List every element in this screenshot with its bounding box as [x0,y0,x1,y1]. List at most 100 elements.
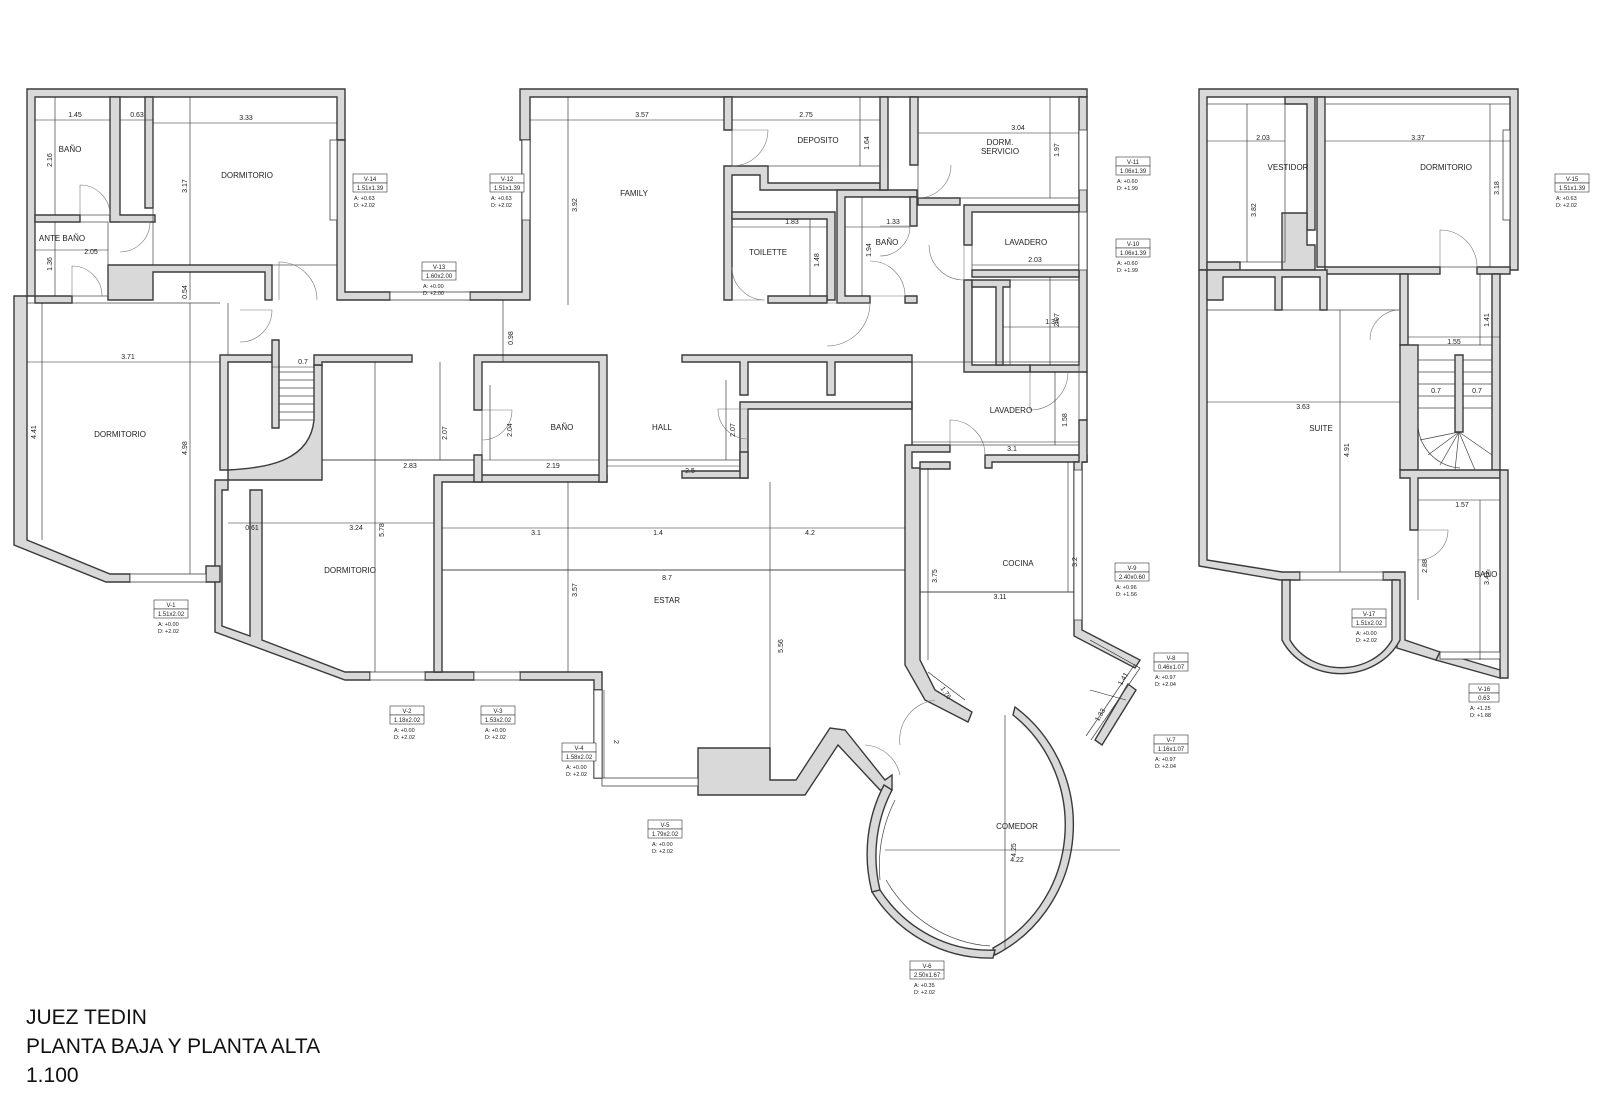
dimension-label: 1.41 [1484,313,1491,327]
plan-scale: 1.100 [26,1064,79,1087]
wall-comedor-entry [1094,682,1137,747]
window-tag-v12: V-121.51x1.39 A: +0.63D: +2.02 [489,173,525,209]
wall-hall-right [681,354,913,396]
upper-mid-block [1206,269,1328,311]
wall-bottom-left [34,295,73,304]
dimension-label: 1.83 [785,219,799,226]
dimension-label: 0.7 [1431,388,1441,395]
project-name: JUEZ TEDIN [26,1006,147,1029]
svg-text:D: +2.02: D: +2.02 [394,735,415,741]
wall-stair-curve [227,364,323,481]
dimension-label: 2.07 [730,423,737,437]
upper-stair-frame [1399,273,1409,346]
room-label: BAÑO [876,238,899,247]
window-tag-v10: V-101.06x1.39 A: +0.60D: +1.99 [1115,238,1151,274]
svg-text:1.58x2.02: 1.58x2.02 [566,755,593,761]
upper-dimension-lines [1207,104,1510,660]
dimension-label: 3.17 [182,179,189,193]
dimension-label: 1.33 [1094,708,1107,723]
window-tag-v8: V-80.46x1.07 A: +0.97D: +2.04 [1153,652,1189,688]
dimension-label: 2.05 [84,249,98,256]
window-tags: V-14 1.51x1.39 A: +0.63 D: +2.02 V-12 1.51x… [153,156,1590,996]
svg-text:D: +2.04: D: +2.04 [1155,764,1176,770]
dimension-label: 1.55 [1447,339,1461,346]
svg-text:A: +0.60: A: +0.60 [1117,261,1138,267]
svg-text:1.51x2.02: 1.51x2.02 [1356,621,1383,627]
svg-text:V-6: V-6 [922,964,932,970]
dimension-label: 3.04 [1011,125,1025,132]
svg-text:1.51x1.39: 1.51x1.39 [494,186,521,192]
svg-text:D: +2.02: D: +2.02 [1556,203,1577,209]
upper-outer-left [1198,269,1301,581]
svg-text:A: +0.35: A: +0.35 [914,983,935,989]
svg-text:A: +0.63: A: +0.63 [491,196,512,202]
window-tag-v6: V-62.50x1.67 A: +0.35D: +2.02 [909,960,945,996]
room-label: LAVADERO [990,406,1032,415]
dimension-label: 2.03 [1256,135,1270,142]
upper-stair-core [1454,354,1464,433]
upper-stair-left [1399,344,1419,471]
upper-dorm-bottom [1324,266,1441,275]
wall-family-top [519,88,1088,141]
room-label: BAÑO [551,423,574,432]
wall-front-v13 [336,139,391,301]
dimension-label: 1.33 [886,219,900,226]
dimension-label: 5.56 [778,639,785,653]
svg-text:A: +0.00: A: +0.00 [652,842,673,848]
wall-bath-block-2 [144,96,154,209]
svg-text:1.53x2.02: 1.53x2.02 [485,718,512,724]
dimension-label: 3.1 [1007,446,1017,453]
window-tag-v9: V-92.40x0.60 A: +0.96D: +1.56 [1114,562,1150,598]
svg-text:V-1: V-1 [166,603,176,609]
room-label: BAÑO [59,145,82,154]
dimension-label: 3.57 [635,112,649,119]
svg-text:D: +2.04: D: +2.04 [1155,682,1176,688]
svg-text:2.40x0.60: 2.40x0.60 [1119,575,1146,581]
svg-text:D: +2.02: D: +2.02 [158,629,179,635]
dimension-label: 0.54 [182,285,189,299]
svg-text:D: +1.99: D: +1.99 [1117,268,1138,274]
svg-text:0.63: 0.63 [1478,696,1490,702]
wall-comedor-left-edge [870,889,996,959]
svg-text:D: +2.00: D: +2.00 [423,291,444,297]
svg-text:V-9: V-9 [1127,566,1137,572]
dimension-label: 3.18 [1494,181,1501,195]
upper-bano-right [1499,469,1509,679]
svg-text:1.51x1.39: 1.51x1.39 [357,186,384,192]
svg-text:1.18x2.02: 1.18x2.02 [394,718,421,724]
svg-text:D: +1.99: D: +1.99 [1117,186,1138,192]
dimension-label: 2.03 [1028,257,1042,264]
svg-text:A: +0.60: A: +0.60 [1117,179,1138,185]
wall-lav-inner [971,279,1011,366]
svg-text:D: +1.88: D: +1.88 [1470,713,1491,719]
wall-ante-bano [34,214,81,223]
room-label: ANTE BAÑO [39,234,85,243]
wall-dorm2-left [214,479,371,681]
svg-text:V-14: V-14 [364,177,377,183]
wall-bano2-bottom [904,295,918,304]
dimension-label: 3.75 [932,569,939,583]
ground-floor-doors [71,129,1069,776]
dimension-label: 3.37 [1411,135,1425,142]
dimension-label: 3.1 [531,530,541,537]
dimension-label: 0.98 [508,331,515,345]
dimension-label: 3.2 [1072,557,1079,567]
svg-text:V-13: V-13 [433,265,446,271]
dimension-label: 1.58 [1062,413,1069,427]
room-labels: BAÑO DORMITORIO ANTE BAÑO FAMILY DEPOSIT… [39,136,1497,831]
dimension-label: 1.34 [1045,319,1059,326]
dimension-label: 1.57 [1455,502,1469,509]
svg-text:1.51x2.02: 1.51x2.02 [158,612,185,618]
wall-kitchen-top2 [919,461,951,470]
svg-text:A: +0.00: A: +0.00 [566,765,587,771]
svg-text:1.06x1.39: 1.06x1.39 [1120,251,1147,257]
svg-text:D: +1.56: D: +1.56 [1116,592,1137,598]
svg-text:D: +2.02: D: +2.02 [566,772,587,778]
svg-text:V-12: V-12 [501,177,514,183]
dimension-label: 2.75 [799,112,813,119]
wall-v3-right [519,671,603,691]
wall-toilette-bottom [767,295,828,304]
dimension-label: 3.92 [572,198,579,212]
window-tag-v13: V-131.60x2.00 A: +0.00D: +2.00 [421,261,457,297]
svg-text:2.50x1.67: 2.50x1.67 [914,973,941,979]
